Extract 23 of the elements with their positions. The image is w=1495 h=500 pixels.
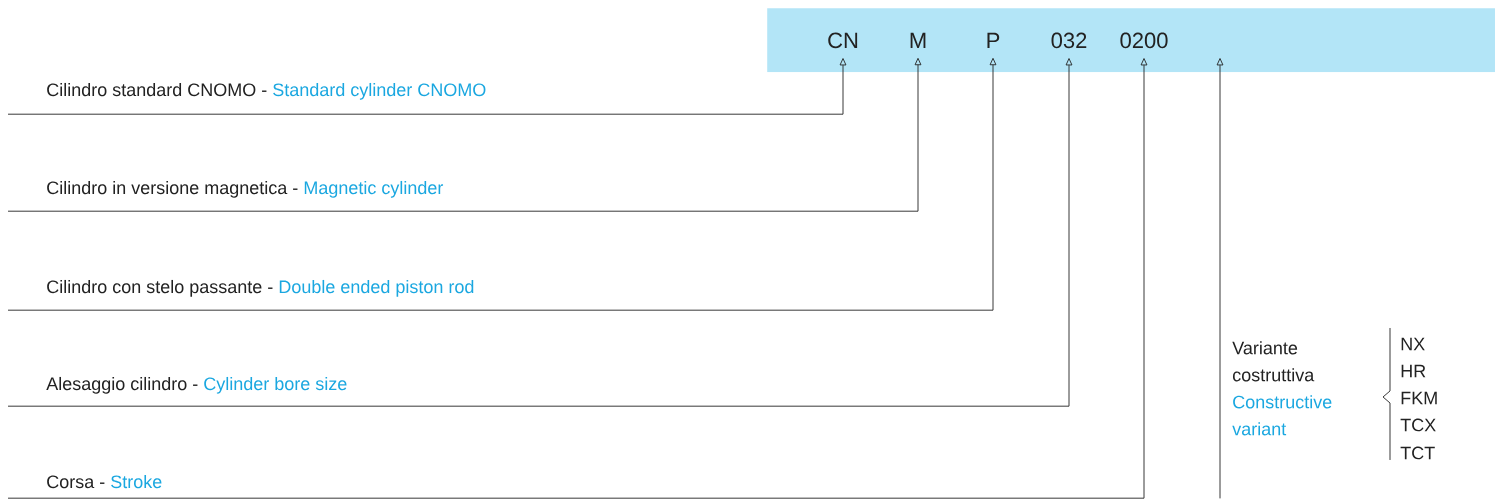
description-text: Cilindro standard CNOMO - Standard cylinder CNOMO (47, 82, 486, 100)
description-text: Variante costruttiva Constructive variant (1232, 341, 1332, 436)
code-band (767, 8, 1495, 73)
code-letter: CN (828, 32, 858, 49)
leader-line (1216, 58, 1224, 499)
code-letter: 0200 (1120, 32, 1168, 49)
option-code: FKM (1401, 391, 1437, 405)
code-letter: P (987, 32, 1000, 48)
option-code: TCX (1400, 418, 1436, 432)
leader-line (7, 58, 1148, 499)
code-letter: 032 (1051, 32, 1087, 49)
option-code: TCT (1400, 446, 1435, 460)
description-text: Alesaggio cilindro - Cylinder bore size (46, 376, 347, 394)
description-text: Corsa - Stroke (47, 474, 162, 489)
leader-line (7, 58, 1073, 407)
leader-line (7, 57, 997, 311)
description-text: Cilindro in versione magnetica - Magnetic cylinder (47, 180, 444, 198)
option-code: NX (1401, 337, 1425, 351)
leader-line (7, 58, 847, 115)
leader-line (7, 57, 922, 212)
description-text: Cilindro con stelo passante - Double ended piston rod (47, 279, 474, 297)
code-letter: M (910, 32, 926, 48)
option-code: HR (1401, 364, 1426, 378)
